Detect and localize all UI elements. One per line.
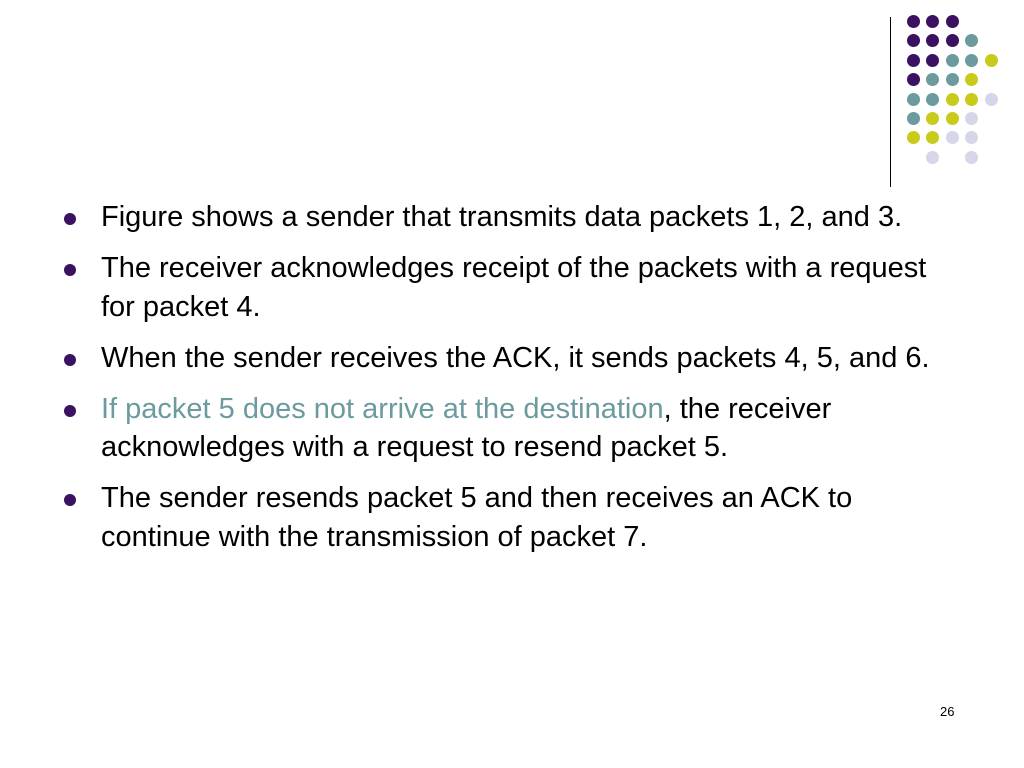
bullet-text-highlight: If packet 5 does not arrive at the desti… xyxy=(101,392,664,425)
bullet-list: Figure shows a sender that transmits dat… xyxy=(62,198,962,569)
bullet-dot-icon xyxy=(64,264,76,276)
bullet-text: , the receiver acknowledges with a reque… xyxy=(101,392,832,464)
decoration-dot xyxy=(965,73,979,87)
decoration-dot xyxy=(945,131,959,145)
decoration-dot xyxy=(907,92,920,106)
decoration-dot xyxy=(907,112,920,125)
decoration-dot xyxy=(965,131,979,145)
decoration-dot xyxy=(945,112,959,125)
bullet-item: The receiver acknowledges receipt of the… xyxy=(62,249,962,326)
decoration-dot xyxy=(965,92,979,106)
bullet-dot-icon xyxy=(64,213,76,225)
decoration-dot xyxy=(926,131,940,145)
bullet-item: When the sender receives the ACK, it sen… xyxy=(62,339,962,378)
dot-grid-decoration xyxy=(907,15,1007,165)
decoration-dot xyxy=(965,34,979,48)
decoration-dot xyxy=(945,92,959,106)
decoration-dot xyxy=(907,131,920,145)
bullet-item: Figure shows a sender that transmits dat… xyxy=(62,198,962,237)
decoration-dot xyxy=(926,34,940,48)
decoration-dot xyxy=(965,150,979,164)
decoration-dot xyxy=(965,112,979,125)
decoration-dot xyxy=(945,34,959,48)
page-number: 26 xyxy=(940,704,955,719)
decoration-dot xyxy=(907,53,920,67)
decoration-dot xyxy=(926,15,940,28)
decoration-dot xyxy=(965,53,979,67)
decoration-dot xyxy=(926,53,940,67)
decoration-dot xyxy=(907,73,920,87)
decoration-dot xyxy=(945,53,959,67)
divider-line xyxy=(890,17,891,187)
bullet-item: If packet 5 does not arrive at the desti… xyxy=(62,390,962,467)
bullet-text: When the sender receives the ACK, it sen… xyxy=(101,341,930,374)
decoration-dot xyxy=(926,73,940,87)
decoration-dot xyxy=(926,150,940,164)
decoration-dot xyxy=(945,73,959,87)
bullet-dot-icon xyxy=(64,404,76,417)
decoration-dot xyxy=(984,92,998,106)
decoration-dot xyxy=(945,15,959,28)
decoration-dot xyxy=(926,112,940,125)
bullet-text: The sender resends packet 5 and then rec… xyxy=(101,482,853,553)
bullet-dot-icon xyxy=(64,494,76,506)
bullet-item: The sender resends packet 5 and then rec… xyxy=(62,479,962,556)
decoration-dot xyxy=(926,92,940,106)
decoration-dot xyxy=(907,34,920,48)
bullet-dot-icon xyxy=(64,353,76,366)
decoration-dot xyxy=(907,15,920,28)
bullet-text: The receiver acknowledges receipt of the… xyxy=(101,252,927,323)
bullet-text: Figure shows a sender that transmits dat… xyxy=(101,201,903,233)
decoration-dot xyxy=(984,53,998,67)
